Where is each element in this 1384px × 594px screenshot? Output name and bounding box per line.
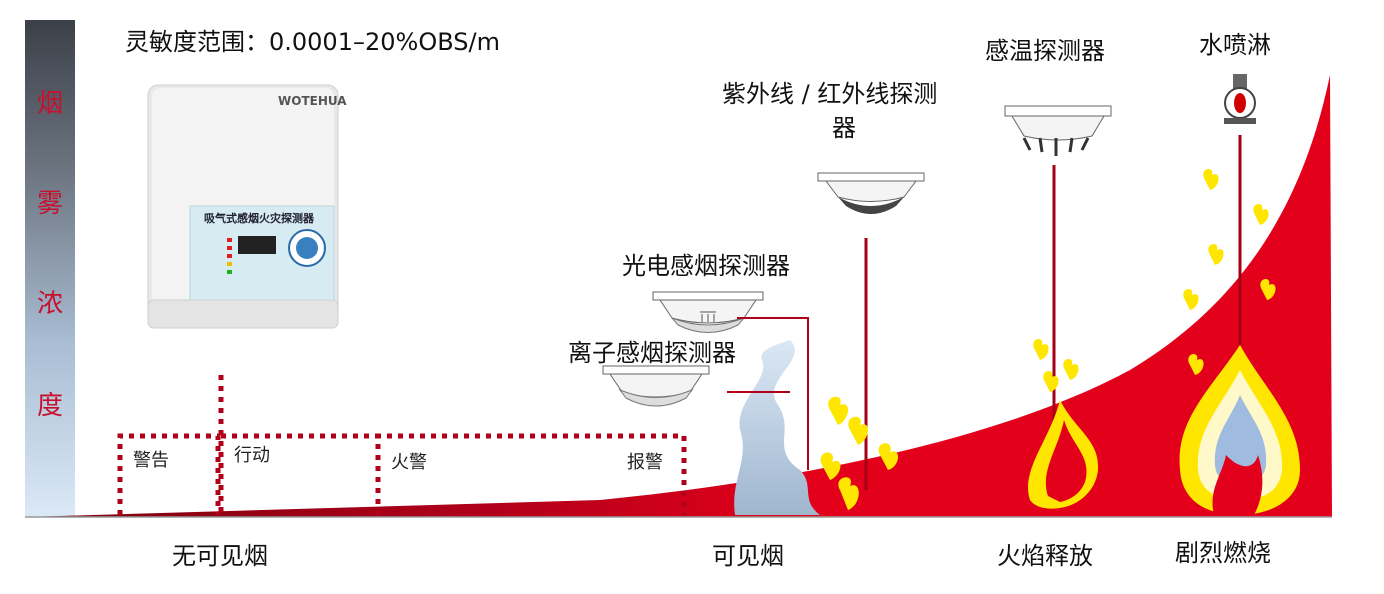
uv-ir-detector-shape xyxy=(817,172,925,214)
aspirating-detector-device xyxy=(147,84,339,329)
intense-burning-fire xyxy=(1179,168,1300,515)
phase-no-visible-smoke: 无可见烟 xyxy=(172,542,268,570)
photo-detector-label: 光电感烟探测器 xyxy=(622,252,790,280)
sprinkler-label: 水喷淋 xyxy=(1199,31,1271,59)
flame-release-fire xyxy=(1027,338,1099,509)
axis-char-3: 浓 xyxy=(36,289,63,319)
heat-detector-label: 感温探测器 xyxy=(985,37,1105,65)
phase-intense-burning: 剧烈燃烧 xyxy=(1175,539,1271,567)
smoke-plume xyxy=(734,340,820,515)
ion-detector-shape xyxy=(602,365,710,407)
axis-char-2: 雾 xyxy=(36,189,63,219)
stage-fire-alarm: 火警 xyxy=(391,452,427,473)
heat-detector-shape xyxy=(1004,105,1112,156)
small-flames xyxy=(820,396,899,510)
sensitivity-range: 灵敏度范围：0.0001–20%OBS/m xyxy=(125,28,500,56)
device-brand: WOTEHUA xyxy=(278,94,347,108)
phase-visible-smoke: 可见烟 xyxy=(712,542,784,570)
sprinkler-shape xyxy=(1224,74,1256,124)
device-panel-title: 吸气式感烟火灾探测器 xyxy=(204,212,314,225)
uv-ir-detector-label-2: 器 xyxy=(832,114,856,142)
axis-char-4: 度 xyxy=(36,391,63,421)
stage-action: 行动 xyxy=(234,445,270,466)
uv-ir-detector-label-1: 紫外线 / 红外线探测 xyxy=(722,80,938,108)
stage-warning: 警告 xyxy=(133,450,169,471)
axis-char-1: 烟 xyxy=(36,89,63,119)
smoke-density-axis: 烟 雾 浓 度 xyxy=(25,20,75,517)
smoke-detector-bracket xyxy=(727,317,809,470)
stage-alarm: 报警 xyxy=(627,452,663,473)
ion-detector-label: 离子感烟探测器 xyxy=(568,339,736,367)
phase-flame-release: 火焰释放 xyxy=(997,542,1093,570)
fire-alarm-box xyxy=(375,433,687,515)
photo-detector-shape xyxy=(652,291,764,333)
